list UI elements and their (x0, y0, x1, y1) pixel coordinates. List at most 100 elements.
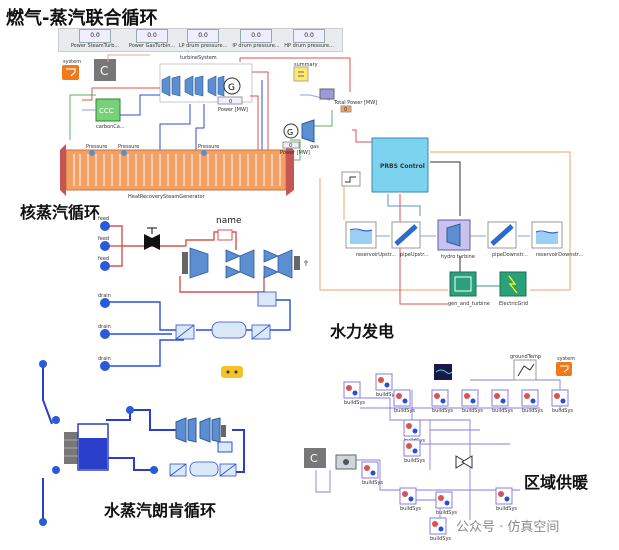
building-node[interactable]: buildSys (491, 389, 513, 414)
svg-text:Power [MW]: Power [MW] (280, 150, 310, 156)
building-node[interactable]: buildSys (361, 461, 383, 486)
nuclear-section: feed feed feed drain drain drain name (98, 216, 308, 378)
hydro-section: PRBS Control reservoirUpstr... pipeUpstr… (319, 129, 584, 307)
building-node-label: buildSys (404, 458, 425, 464)
svg-text:CCC: CCC (99, 107, 114, 115)
weather-block[interactable] (434, 364, 453, 380)
building-node-label: buildSys (400, 506, 421, 512)
svg-text:C: C (100, 64, 108, 78)
c-block[interactable]: C (94, 59, 116, 81)
nuclear-pipes (108, 225, 308, 367)
district-pipes (315, 379, 561, 526)
building-node[interactable]: buildSys (495, 487, 517, 512)
building-node[interactable]: buildSys (521, 389, 543, 414)
nuclear-turbines[interactable] (182, 247, 300, 279)
nuclear-name-label: name (216, 216, 242, 226)
building-node-label: buildSys (552, 408, 573, 414)
building-node[interactable]: buildSys (435, 491, 457, 516)
svg-text:HeatRecoverySteamGenerator: HeatRecoverySteamGenerator (128, 194, 206, 200)
steam-generator-icon[interactable]: G (223, 77, 241, 95)
power-display (217, 96, 243, 105)
pipe-upstream[interactable]: pipeUpstr... (391, 221, 429, 258)
building-node[interactable]: buildSys (399, 487, 421, 512)
svg-text:Pressure: Pressure (86, 144, 107, 150)
signal-source-icon[interactable] (341, 171, 361, 187)
svg-text:feed: feed (98, 216, 109, 222)
building-node-label: buildSys (394, 408, 415, 414)
nuclear-header-block (217, 229, 233, 241)
title-district-heating: 区域供暖 (524, 473, 589, 492)
rankine-turbines[interactable] (175, 417, 226, 443)
feed-ports[interactable]: feed feed feed (98, 216, 110, 271)
svg-text:summary: summary (294, 62, 318, 68)
building-node[interactable]: buildSys (551, 389, 573, 414)
building-node[interactable]: buildSys (461, 389, 483, 414)
svg-text:drain: drain (98, 356, 111, 362)
svg-text:Total Power [MW]: Total Power [MW] (333, 100, 377, 106)
svg-text:PRBS Control: PRBS Control (380, 163, 425, 170)
svg-text:feed: feed (98, 256, 109, 262)
title-hydropower: 水力发电 (330, 322, 395, 341)
svg-text:ElectricGrid: ElectricGrid (499, 301, 528, 307)
building-node[interactable]: buildSys (343, 381, 365, 406)
connector-icon (221, 366, 243, 378)
svg-text:hydro turbine: hydro turbine (441, 254, 475, 260)
nuclear-heat-exchangers[interactable] (175, 291, 277, 340)
valve-icon[interactable] (144, 227, 160, 250)
ground-temp-block[interactable]: groundTemp (510, 354, 541, 381)
steam-turbines[interactable] (161, 75, 225, 97)
svg-text:system: system (63, 59, 81, 65)
boiler-drum[interactable] (64, 423, 109, 471)
rankine-heat-exchangers[interactable] (169, 461, 237, 477)
svg-text:C: C (310, 452, 318, 465)
svg-text:0: 0 (229, 99, 232, 105)
heat-source-block[interactable] (335, 454, 357, 470)
building-node[interactable]: buildSys (375, 373, 397, 398)
district-valve[interactable] (455, 455, 473, 469)
hydro-pipes (319, 129, 571, 305)
rankine-pipes (42, 362, 245, 522)
gas-turbine-generator[interactable]: G gas 0 Power [MW] (280, 119, 319, 156)
district-system-icon[interactable]: system (556, 356, 575, 376)
svg-text:0: 0 (289, 143, 292, 149)
drain-ports[interactable]: drain drain drain (98, 293, 111, 371)
prbs-control-block[interactable]: PRBS Control (371, 137, 429, 193)
reservoir-upstream[interactable]: reservoirUpstr... (345, 221, 396, 258)
rankine-ports[interactable] (39, 360, 158, 526)
building-node-label: buildSys (496, 506, 517, 512)
building-node[interactable]: buildSys (429, 517, 451, 542)
summary-icon[interactable]: summary (293, 62, 318, 82)
building-node[interactable]: buildSys (431, 389, 453, 414)
svg-text:groundTemp: groundTemp (510, 354, 541, 360)
electric-grid-block[interactable]: ElectricGrid (499, 271, 528, 307)
district-c-block[interactable]: C (304, 448, 326, 468)
gen-and-turbine-block[interactable]: gen_and_turbine (448, 271, 490, 307)
gas-turbine-power-display: Total Power [MW] 0 (319, 88, 377, 113)
building-node-label: buildSys (362, 480, 383, 486)
svg-text:gas: gas (310, 144, 319, 150)
reservoir-downstream[interactable]: reservoirDownstr... (531, 221, 584, 258)
title-rankine-cycle: 水蒸汽朗肯循环 (104, 501, 217, 520)
hydro-turbine[interactable]: hydro turbine (437, 219, 475, 260)
turbine-system-label: turbineSystem (180, 55, 217, 61)
building-node[interactable]: buildSys (393, 389, 415, 414)
svg-text:drain: drain (98, 324, 111, 330)
svg-text:Power [MW]: Power [MW] (218, 107, 248, 113)
building-node-label: buildSys (432, 408, 453, 414)
building-node-label: buildSys (462, 408, 483, 414)
building-node[interactable]: buildSys (403, 439, 425, 464)
building-node-label: buildSys (376, 392, 397, 398)
rankine-section (39, 360, 245, 526)
building-node-label: buildSys (492, 408, 513, 414)
heat-recovery-steam-generator[interactable]: HeatRecoverySteamGenerator (60, 144, 294, 200)
svg-text:feed: feed (98, 236, 109, 242)
pipe-downstream[interactable]: pipeDownstr... (487, 221, 528, 258)
svg-text:reservoirUpstr...: reservoirUpstr... (356, 252, 396, 258)
system-icon[interactable]: system (62, 59, 81, 80)
